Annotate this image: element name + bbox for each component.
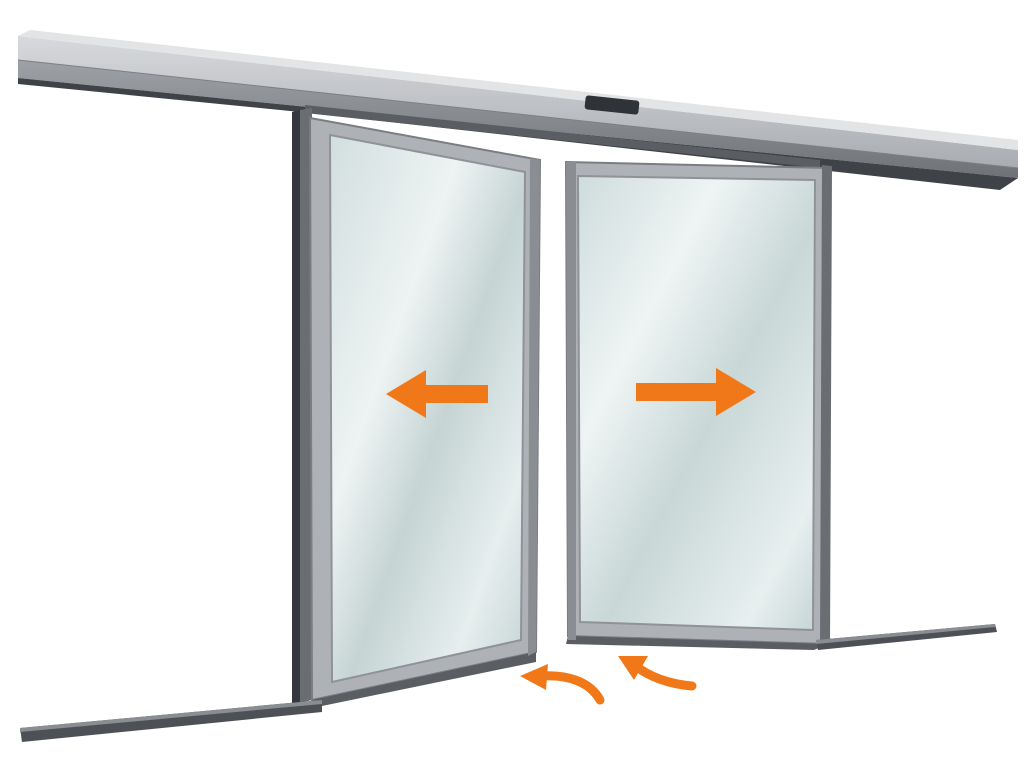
curved-arrow-right-icon — [618, 656, 697, 691]
right-door-panel — [564, 160, 832, 650]
control-unit-badge — [584, 95, 640, 115]
arrow-left-icon — [386, 370, 488, 418]
arrow-right-icon — [636, 368, 756, 416]
floor-track-right — [816, 624, 997, 650]
floor-track-left — [20, 700, 322, 742]
curved-arrow-left-icon — [520, 664, 605, 705]
left-door-panel — [308, 116, 542, 706]
right-fixed-frame — [820, 165, 832, 648]
left-fixed-frame — [292, 108, 312, 706]
carriage-rail — [305, 105, 820, 168]
